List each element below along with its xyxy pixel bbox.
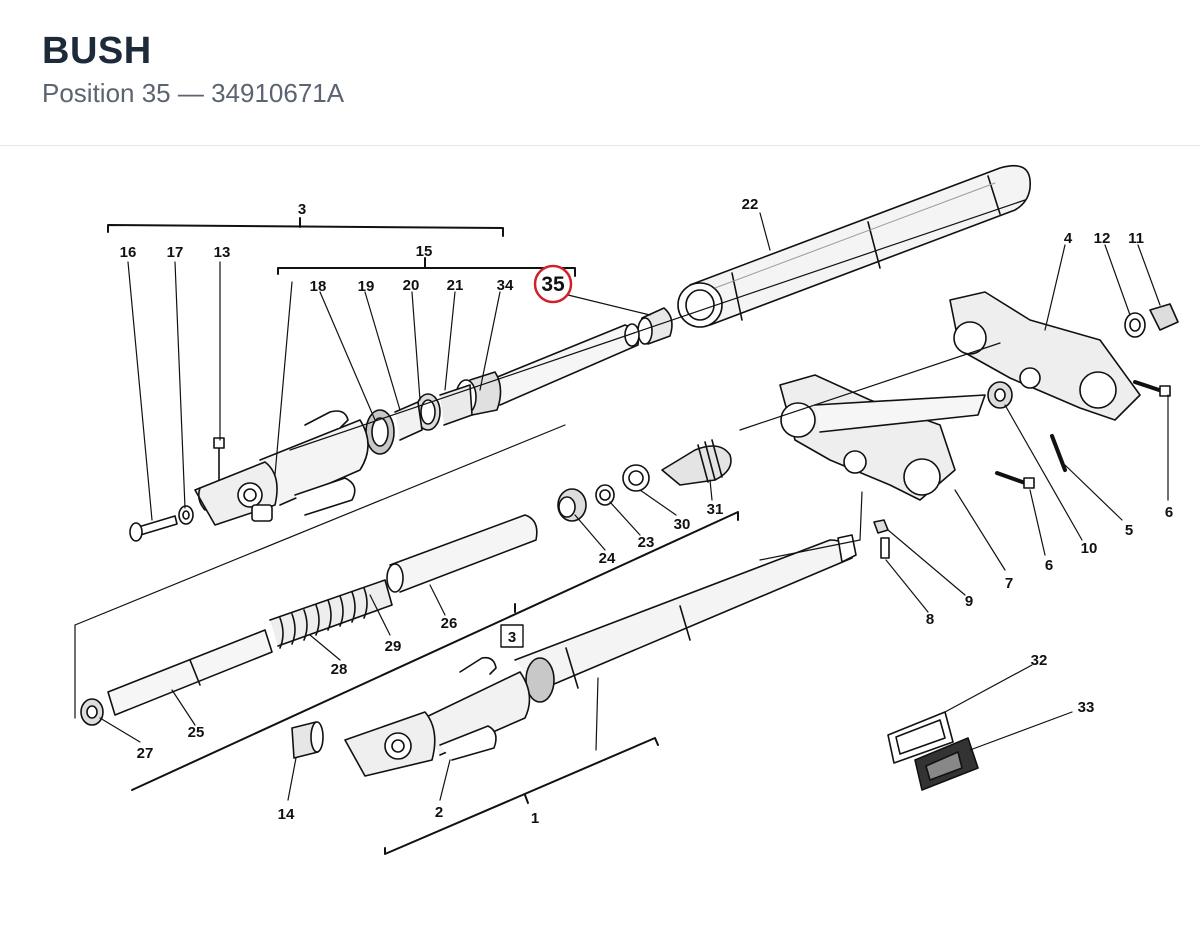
label-6-right: 6: [1165, 504, 1173, 521]
upper-clamp-4[interactable]: [949, 291, 1141, 421]
rod-25[interactable]: [107, 629, 273, 716]
page-title: BUSH: [42, 30, 152, 72]
label-28: 28: [331, 661, 348, 678]
bracket-1: [384, 737, 659, 855]
label-31: 31: [707, 501, 724, 518]
spacer-14[interactable]: [291, 721, 324, 759]
label-4: 4: [1064, 230, 1073, 247]
label-23: 23: [638, 534, 655, 551]
nut-9[interactable]: [873, 519, 889, 534]
label-11: 11: [1128, 230, 1144, 247]
bolt-5[interactable]: [1050, 434, 1067, 472]
screw-16[interactable]: [129, 515, 178, 542]
label-18: 18: [310, 278, 327, 295]
fork-leg-1[interactable]: [344, 534, 857, 777]
label-6-lower: 6: [1045, 557, 1053, 574]
label-13: 13: [214, 244, 231, 261]
assembly-outline: [74, 199, 1026, 719]
label-22: 22: [742, 196, 759, 213]
label-21: 21: [447, 277, 464, 294]
label-9: 9: [965, 593, 973, 610]
bracket-3: [107, 217, 504, 237]
cap-31[interactable]: [661, 439, 732, 486]
leader-lines: [99, 212, 1169, 801]
label-3-boxed: 3: [508, 629, 516, 646]
part-position-subtitle: Position 35 — 34910671A: [42, 78, 345, 108]
label-7: 7: [1005, 575, 1013, 592]
screw-13[interactable]: [213, 437, 225, 481]
exploded-parts-diagram: 3 22 16 17 13 15 18 19 20 21 34 35 4 12 …: [0, 146, 1200, 938]
header-divider: [0, 145, 1200, 146]
label-35-highlighted: 35: [541, 273, 565, 296]
decal-32[interactable]: [887, 711, 954, 764]
label-12: 12: [1094, 230, 1111, 247]
washer-23[interactable]: [595, 484, 615, 506]
label-3-top: 3: [298, 201, 306, 218]
nut-27[interactable]: [80, 698, 104, 726]
label-14: 14: [278, 806, 295, 823]
label-16: 16: [120, 244, 137, 261]
label-27: 27: [137, 745, 154, 762]
lower-clamp-7[interactable]: [779, 374, 986, 501]
label-1: 1: [531, 810, 539, 827]
label-29: 29: [385, 638, 402, 655]
label-2: 2: [435, 804, 443, 821]
screw-8[interactable]: [880, 537, 890, 559]
callout-labels: 3 22 16 17 13 15 18 19 20 21 34 35 4 12 …: [120, 196, 1174, 827]
label-30: 30: [674, 516, 691, 533]
bolt-6-lower[interactable]: [995, 471, 1035, 489]
label-19: 19: [358, 278, 375, 295]
label-17: 17: [167, 244, 184, 261]
highlight-circle-35: [533, 264, 573, 304]
label-32: 32: [1031, 652, 1048, 669]
cartridge-tube-26[interactable]: [386, 514, 538, 593]
nut-11[interactable]: [1149, 303, 1179, 331]
label-24: 24: [599, 550, 616, 567]
decal-33[interactable]: [914, 737, 979, 791]
ring-30[interactable]: [622, 464, 650, 492]
label-15: 15: [416, 243, 433, 260]
nut-10[interactable]: [987, 381, 1013, 409]
label-20: 20: [403, 277, 420, 294]
washer-12[interactable]: [1124, 312, 1146, 338]
label-26: 26: [441, 615, 458, 632]
page-header: BUSH Position 35 — 34910671A: [0, 0, 1200, 145]
washer-17[interactable]: [178, 505, 194, 525]
boxed-label-frame: [500, 624, 524, 648]
seal-24[interactable]: [557, 488, 587, 522]
label-5: 5: [1125, 522, 1133, 539]
label-8: 8: [926, 611, 934, 628]
label-25: 25: [188, 724, 205, 741]
bracket-15: [277, 257, 576, 277]
spring-29[interactable]: [269, 579, 393, 649]
bracket-3-lower: [131, 511, 739, 791]
label-10: 10: [1081, 540, 1098, 557]
bolt-6-upper[interactable]: [1133, 380, 1171, 397]
label-34: 34: [497, 277, 514, 294]
label-33: 33: [1078, 699, 1095, 716]
